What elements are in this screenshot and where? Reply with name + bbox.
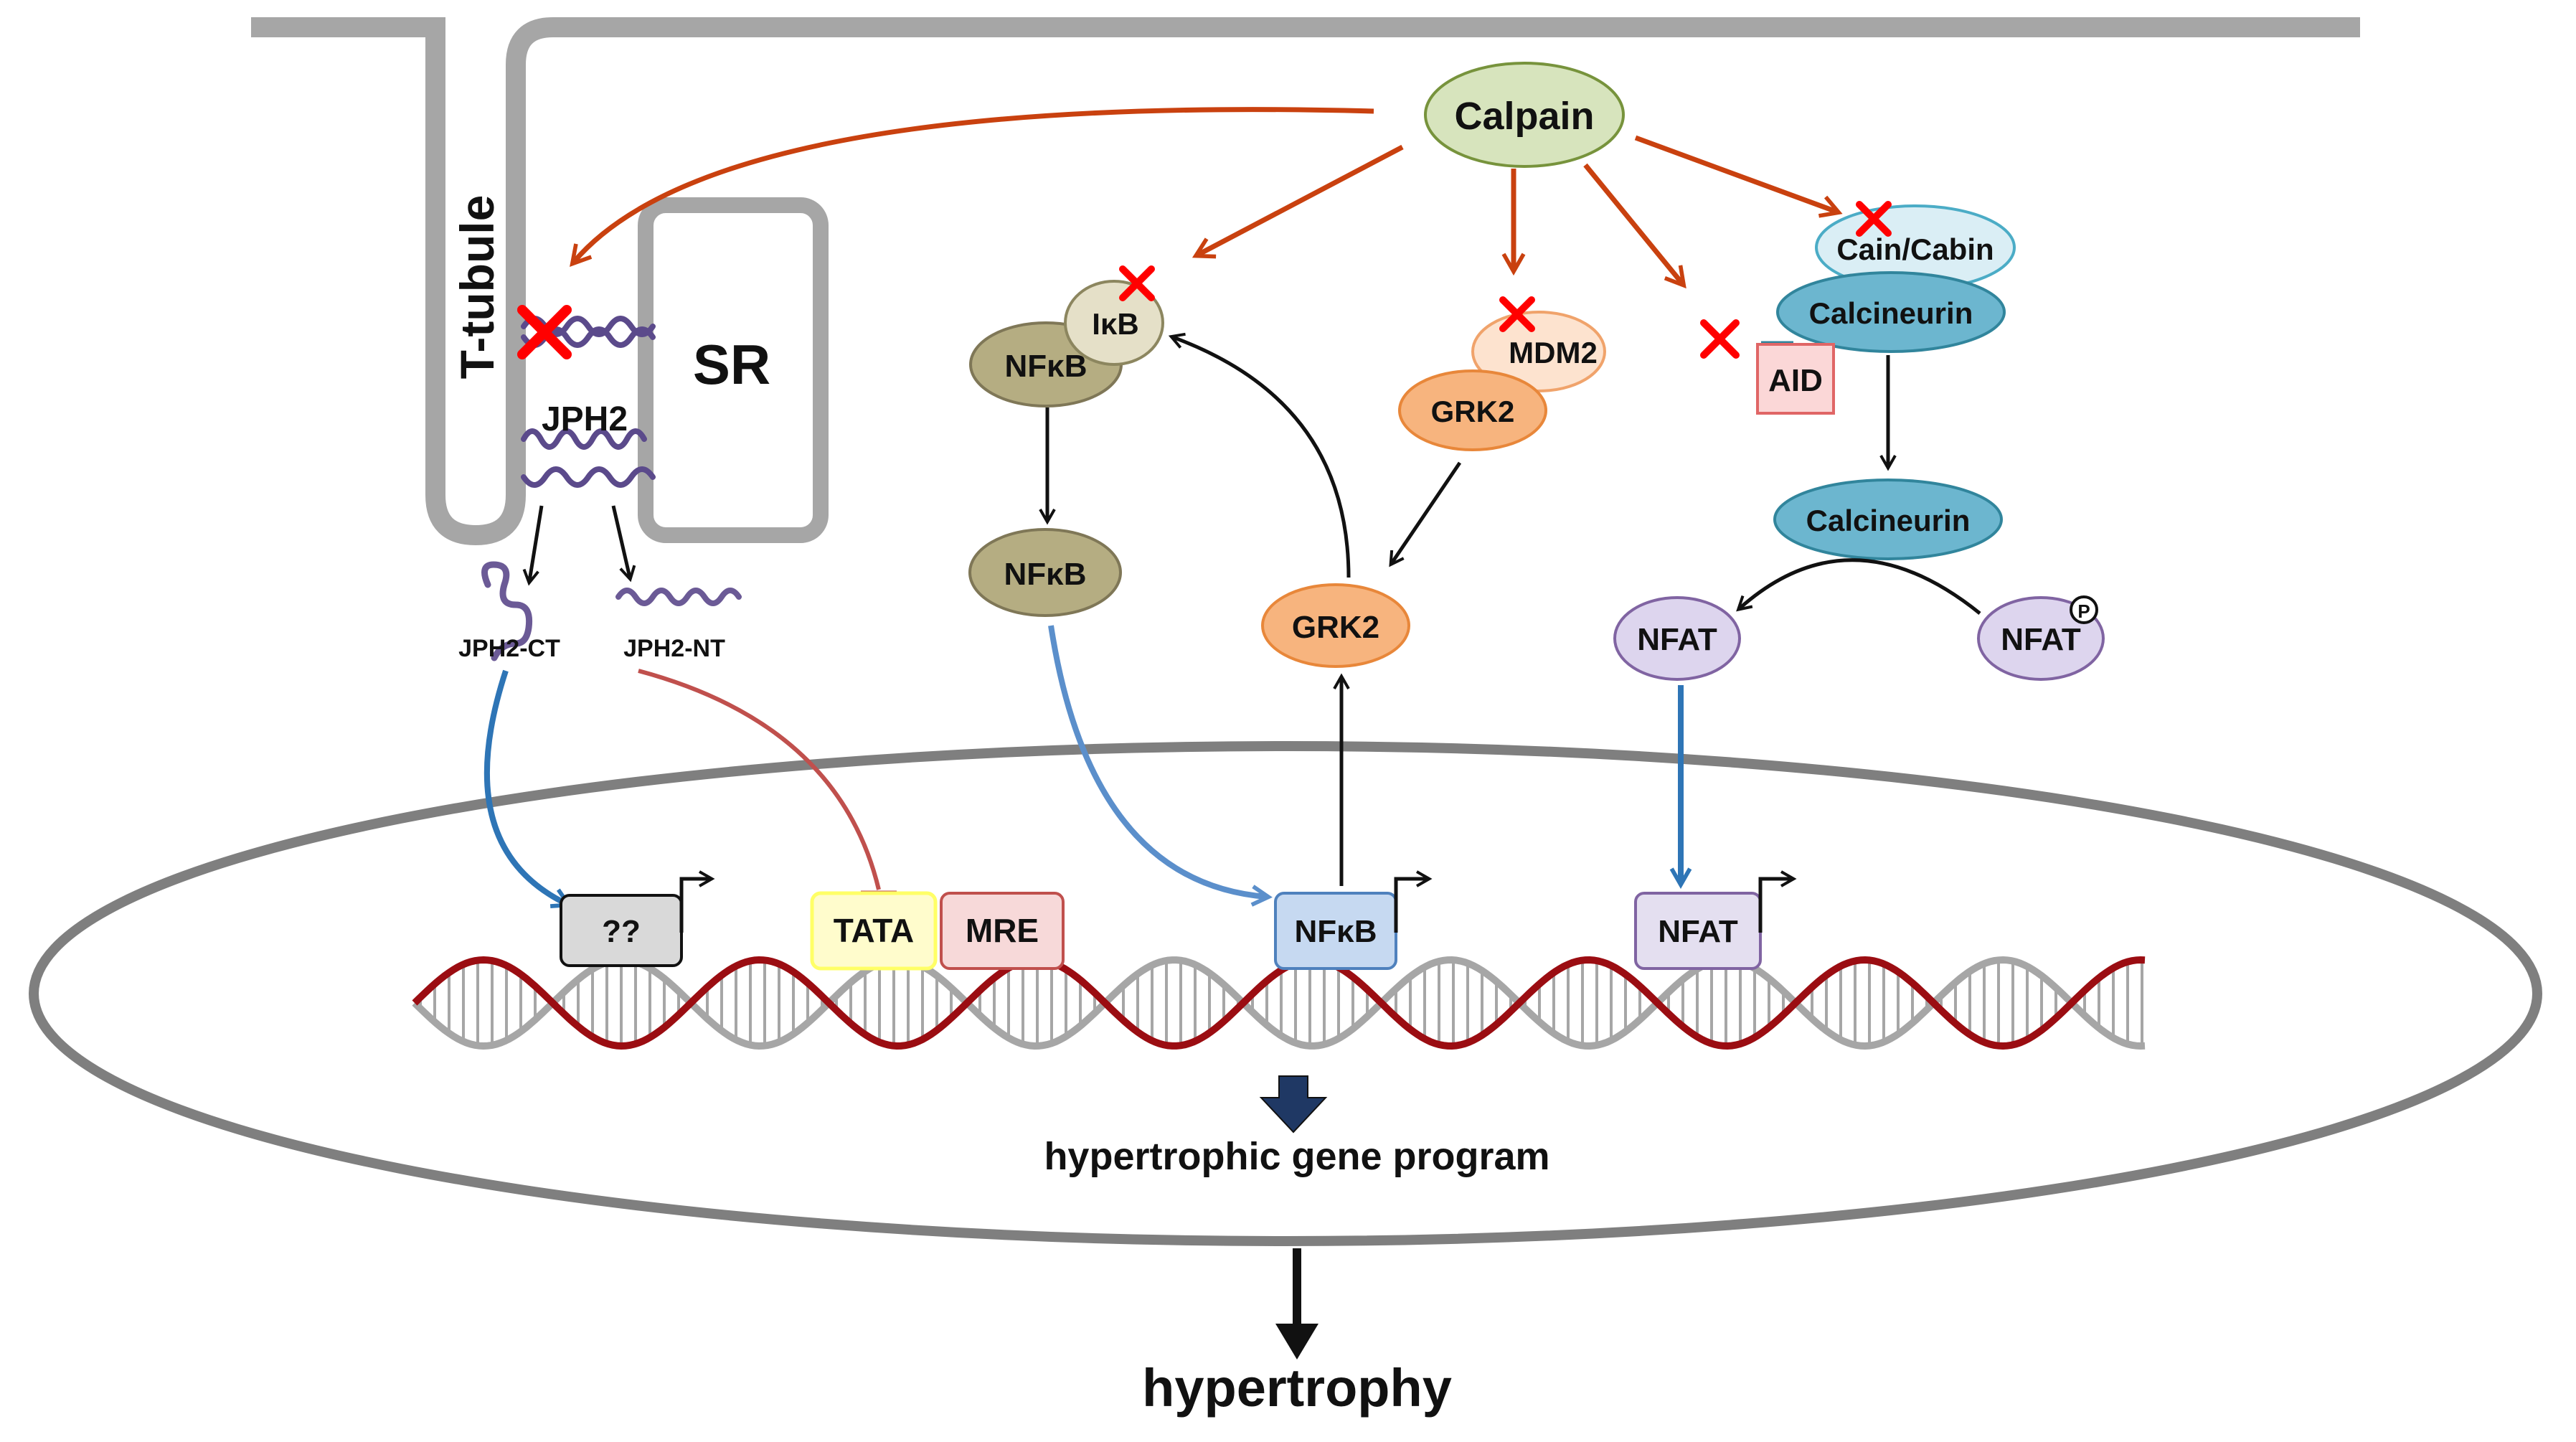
- nfat-dephosphorylated-label: NFAT: [1637, 622, 1717, 657]
- nfkb-free-label: NFκB: [1004, 557, 1087, 592]
- tss-arrow-nfkb: [1394, 870, 1433, 933]
- nfkb-free-node: [968, 528, 1122, 617]
- tss-arrow-unknown: [679, 870, 715, 933]
- calcineurin-free-label: Calcineurin: [1806, 504, 1971, 537]
- promoter-mre-label: MRE: [966, 912, 1039, 949]
- cain-cabin-label: Cain/Cabin: [1836, 232, 1994, 266]
- tss-arrow-nfat: [1758, 870, 1797, 933]
- ikb-label: IκB: [1092, 307, 1138, 341]
- sr-compartment: [638, 197, 829, 543]
- jph2-ct-fragment: [481, 561, 533, 661]
- promoter-nfkb-label: NFκB: [1295, 914, 1377, 949]
- arrow-nfkb-to-nucleus: [1048, 625, 1273, 907]
- calcineurin-free-node: [1773, 479, 2003, 560]
- t-tubule-label: T-tubule: [450, 195, 504, 380]
- aid-domain: [1756, 343, 1835, 415]
- arrow-jph2-to-nt: [611, 505, 636, 583]
- inhibition-jph2-nt-to-tata: [638, 669, 881, 890]
- dna-strand-gray: [412, 956, 2146, 1050]
- arrow-grk2-release: [1389, 461, 1462, 567]
- promoter-tata: TATA: [810, 891, 938, 971]
- nfat-phosphorylated-node: [1977, 596, 2105, 681]
- arrow-calpain-to-ikb: [1192, 144, 1404, 259]
- calpain-label: Calpain: [1454, 95, 1594, 138]
- grk2-complex-node: [1398, 369, 1547, 451]
- mdm2-label: MDM2: [1509, 336, 1598, 369]
- calcineurin-complex-label: Calcineurin: [1809, 296, 1973, 330]
- calpain-node: [1424, 62, 1625, 168]
- ikb-cleavage-cross: [1119, 265, 1155, 301]
- dna-strand-red: [412, 956, 2146, 1050]
- sr-label: SR: [693, 333, 770, 396]
- nucleus: [29, 741, 2542, 1246]
- dna-helix: [412, 956, 2146, 1050]
- cain-cleavage-cross: [1856, 201, 1892, 237]
- promoter-unknown-label: ??: [602, 914, 641, 949]
- arrow-calpain-to-cain: [1634, 135, 1843, 218]
- aid-cleavage-cross: [1700, 319, 1740, 359]
- promoter-mre: MRE: [940, 892, 1065, 970]
- arrow-calpain-to-jph2: [570, 107, 1374, 267]
- gene-program-label: hypertrophic gene program: [1044, 1135, 1549, 1178]
- phosphate-label: P: [2077, 600, 2090, 622]
- arrow-jph2-ct-to-nucleus: [483, 669, 573, 908]
- hypertrophy-label: hypertrophy: [1142, 1358, 1452, 1418]
- grk2-complex-label: GRK2: [1431, 395, 1515, 428]
- arrow-jph2-to-ct: [522, 505, 544, 586]
- arrow-calpain-to-calcineurin: [1583, 163, 1686, 289]
- promoter-tata-label: TATA: [834, 912, 914, 949]
- grk2-free-label: GRK2: [1292, 610, 1379, 645]
- grk2-free-node: [1261, 583, 1410, 668]
- nfat-dephosphorylated-node: [1613, 596, 1741, 681]
- jph2-label: JPH2: [542, 400, 628, 438]
- jph2-ct-label: JPH2-CT: [458, 635, 560, 662]
- calcineurin-complex-node: [1776, 271, 2006, 353]
- jph2-nt-fragment: [615, 588, 742, 606]
- arrow-grk2-to-ikb: [1168, 332, 1351, 578]
- aid-label: AID: [1768, 363, 1823, 398]
- nfkb-complex-label: NFκB: [1005, 349, 1088, 384]
- promoter-nfat-label: NFAT: [1658, 914, 1738, 949]
- promoter-unknown: ??: [560, 870, 715, 967]
- ikb-node: [1064, 280, 1164, 366]
- mdm2-node: [1471, 311, 1606, 392]
- jph2-nt-label: JPH2-NT: [623, 635, 725, 662]
- block-arrow-down: [1259, 1075, 1328, 1134]
- jph2-cleavage-cross: [517, 305, 572, 359]
- arrow-nfat-dephosphorylation: [1736, 558, 1981, 615]
- arrow-to-hypertrophy-head: [1275, 1324, 1318, 1359]
- calpain-cleavage-arrows: [570, 107, 1843, 289]
- mdm2-cleavage-cross: [1499, 296, 1535, 332]
- promoter-nfkb: NFκB: [1274, 870, 1433, 970]
- sarcolemma-membrane: [251, 17, 2360, 546]
- promoter-nfat: NFAT: [1634, 870, 1797, 970]
- nfat-phosphorylated-label: NFAT: [2001, 622, 2081, 657]
- phosphate-marker: [2070, 595, 2098, 624]
